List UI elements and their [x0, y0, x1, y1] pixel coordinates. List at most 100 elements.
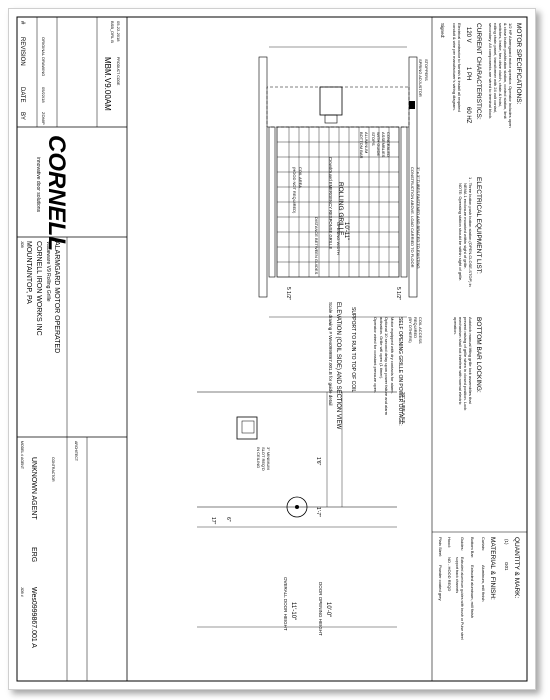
section-view: 20" TUBE A.F.F. 1'-7" 1'6" 3" MINIMUM SL… [197, 391, 406, 636]
spring-adjustor-label: SPRING ADJUSTOR [418, 59, 423, 97]
quantity-qty: (1) [504, 539, 509, 545]
overall-height-value: 11'-10" [290, 602, 296, 620]
coil-access-label: (BY OTHERS) [408, 317, 413, 343]
material-value: Powder coated grey [438, 565, 443, 601]
agent-name: UNKNOWN AGENT [30, 457, 37, 520]
electrical-line: NOTE: Operating station should be within… [458, 183, 463, 281]
motor-specs-title: MOTOR SPECIFICATIONS: [515, 23, 522, 105]
current-hz: 60 HZ [465, 107, 471, 124]
model-label: MODEL # [20, 441, 24, 456]
bottom-bar-line: Autolock manual lifting grille lock asse… [468, 317, 473, 405]
original-date: 05/22/18 [41, 87, 46, 103]
elevation-scale: Scale drawing # Wes0999867.001.B for gui… [328, 302, 333, 406]
material-value: Extruded aluminum, mill finish [470, 565, 475, 618]
concealed-label: CONCEALED [386, 132, 391, 157]
self-opening-title: SELF OPENING GRILLE ON POWER OUTAGE: [397, 317, 403, 426]
grille-sub-label: CrowdGuard EMERGENCY RESPONSE GRILLE [328, 157, 333, 250]
section-dim-6: 6" [225, 517, 231, 522]
slot-label: IN CEILING [256, 447, 261, 468]
self-opening-line: Operator wired for constant pressure ope… [373, 317, 378, 393]
concealed-label: STOPS [371, 132, 376, 146]
electrical-title: ELECTRICAL EQUIPMENT LIST: [475, 177, 482, 274]
revision-1-ref: BSB_DRL B [110, 21, 115, 43]
elevation-caption: ELEVATION (COIL SIDE) AND SECTION VIEW [335, 302, 341, 430]
hood-not-required-label: (HOOD NOT REQUIRED) [292, 167, 297, 214]
bottom-bar-line: operation. [453, 317, 458, 335]
section-dim-17: 17" [210, 517, 216, 525]
opening-width-value: 10'-11" [343, 222, 349, 240]
motor-specs-line: secondary. All components are wired to t… [488, 23, 493, 119]
product-title: ALARMGARD MOTOR OPERATED [53, 241, 60, 353]
by-label: BY [19, 112, 25, 120]
material-label: Guides: [460, 537, 465, 551]
job-number-label: JOB # [20, 587, 24, 597]
grille-label: ROLLING GRILLE [337, 182, 344, 236]
support-note: SUPPORT TO RUN TO TOP OF COIL [350, 307, 356, 393]
bottom-bar-label: BOTTOM BAR [359, 132, 364, 158]
material-label: Curtain: [481, 537, 486, 551]
aluminum-label: ALUMINUM [364, 132, 369, 153]
section-dim-side: 1'6" [315, 457, 321, 466]
self-opening-line: Motor equipped with dry contacts for ala… [390, 317, 395, 394]
slot-label: SLOT REQ'D [261, 447, 266, 471]
section-dim-top: 1'-7" [315, 507, 321, 517]
title-block: # REVISION DATE BY ORIGINAL DRAWING 05/2… [16, 16, 128, 682]
door-height-label: DOOR OPENING HEIGHT [318, 582, 323, 636]
company-name: CORNELL IRON WORKS INC [35, 241, 42, 336]
product-code: MBM.V9.00AM [103, 57, 112, 111]
brand-logo: CORNELL [43, 135, 70, 251]
material-value: Extruded aluminum guides with brush or P… [460, 557, 464, 640]
concealed-label: WITH GUIDE [376, 132, 381, 156]
bottom-bar-title: BOTTOM BAR LOCKING: [475, 317, 482, 393]
brand-tagline: innovative door solutions [35, 157, 41, 213]
material-label: Hood: [447, 537, 452, 548]
quantity-mark: G01 [504, 562, 509, 571]
material-value: Aluminum, mill finish [481, 565, 486, 601]
side-dim-right: 5 1/2" [395, 287, 401, 300]
self-opening-line: Optional 10 second delay upon power fail… [384, 317, 389, 416]
material-value: NO - HOOD REQD [447, 557, 452, 591]
current-note: conduit & wire per manufacturer's wiring… [452, 23, 457, 111]
material-title: MATERIAL & FINISH: [489, 537, 496, 600]
distance-label: DISTANCE BETWEEN GUIDES [314, 217, 319, 275]
electrical-line: 1 - Three button push button station (OP… [468, 177, 473, 287]
electrical-line: NEMA 1 enclosure mounted within sight of… [463, 183, 468, 269]
revision-label: REVISION [19, 37, 25, 66]
quantity-title: QUANTITY & MARK: [513, 537, 520, 598]
tubes-note: 3" x 3" TUBES FASTENED AND BRACED TO EXI… [416, 167, 421, 269]
concealed-label: ASSEMBLIES [381, 132, 386, 158]
bottom-bar-line: mechanism shall not interfere with norma… [458, 317, 463, 405]
architect-label: ARCHITECT [74, 441, 78, 462]
tubes-note: CONSTRUCTION ABOVE. LOAD CARRIED TO FLOO… [410, 167, 415, 268]
material-value: support track channels [455, 557, 459, 593]
tube-label: 20" TUBE A.F.F. [401, 392, 406, 424]
self-opening-line: activation. Grille will open (1 timer). [379, 317, 384, 379]
motor-specs-line: 1/2 HP Alarmguard motor operator. Operat… [508, 23, 513, 128]
agent-label: AGENT [20, 457, 24, 470]
product-subtitle: Valueware V9 Rolling Grille [45, 241, 51, 302]
date-label: DATE [19, 87, 25, 103]
job-label: JOB [20, 241, 24, 248]
current-voltage: 120 V [465, 27, 471, 43]
product-code-label: PRODUCT CODE [116, 57, 120, 86]
coil-access-label: REQUIRED [413, 317, 418, 338]
current-phase: 1 PH [465, 67, 471, 80]
overall-height-label: OVERALL DOOR HEIGHT [283, 577, 288, 631]
opening-width-label: OPENING WIDTH [336, 222, 341, 255]
current-note: Electrical contractor to furnish & insta… [457, 23, 462, 112]
side-dim-left: 5 1/2" [285, 287, 291, 300]
revision-1-date: 05-22-2018 [116, 21, 121, 42]
company-location: MOUNTAINTOP, PA [25, 241, 32, 304]
door-height-value: 10'-0" [325, 602, 331, 617]
job-number: Wes0999867.001 A [30, 587, 37, 648]
contractor-label: CONTRACTOR [51, 457, 55, 482]
coil-area-label: COIL AREA [298, 167, 303, 188]
material-label: Plain Steel: [438, 537, 443, 557]
drawing-svg: MOTOR SPECIFICATIONS: 1/2 HP Alarmguard … [16, 16, 528, 682]
motor-specs-line: switches, brake, hex drive clutch, chain… [498, 23, 503, 107]
current-signed: Signed: [440, 23, 445, 38]
elevation-view: ROLLING GRILLE CrowdGuard EMERGENCY RESP… [258, 46, 429, 430]
drawing-sheet: MOTOR SPECIFICATIONS: 1/2 HP Alarmguard … [8, 8, 536, 690]
current-title: CURRENT CHARACTERISTICS: [475, 23, 482, 120]
original-drawing: ORIGINAL DRAWING [41, 37, 46, 76]
